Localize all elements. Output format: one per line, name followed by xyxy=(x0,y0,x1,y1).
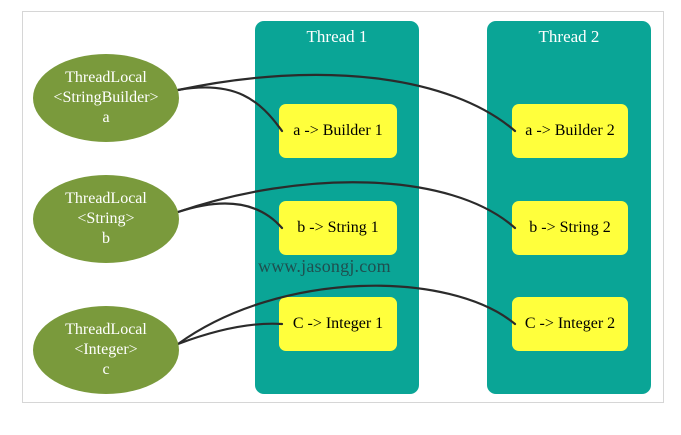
threadlocal-c-line1: ThreadLocal xyxy=(65,321,147,338)
threadlocal-a-line1: ThreadLocal xyxy=(65,69,147,86)
thread-2-entry-a: a -> Builder 2 xyxy=(512,104,628,158)
thread-1-entry-b: b -> String 1 xyxy=(279,201,397,255)
thread-1-entry-c: C -> Integer 1 xyxy=(279,297,397,351)
threadlocal-a-line2: <StringBuilder> xyxy=(53,89,159,106)
connector-b-thread2 xyxy=(176,181,517,230)
threadlocal-c: ThreadLocal <Integer> c xyxy=(33,306,179,394)
connector-c-thread1 xyxy=(176,322,284,346)
thread-2-title: Thread 2 xyxy=(538,27,600,46)
connector-a-thread2 xyxy=(176,73,517,133)
threadlocal-c-line3: c xyxy=(102,361,110,378)
thread-1-title: Thread 1 xyxy=(306,27,368,46)
thread-1-entry-a: a -> Builder 1 xyxy=(279,104,397,158)
connector-c-thread2 xyxy=(176,284,517,346)
thread-2-entry-b: b -> String 2 xyxy=(512,201,628,255)
threadlocal-a-line3: a xyxy=(102,109,110,126)
threadlocal-b-line2: <String> xyxy=(77,210,135,227)
thread-2-entry-c: C -> Integer 2 xyxy=(512,297,628,351)
threadlocal-b: ThreadLocal <String> b xyxy=(33,175,179,263)
threadlocal-a: ThreadLocal <StringBuilder> a xyxy=(33,54,179,142)
connector-a-thread1 xyxy=(176,86,284,133)
threadlocal-b-line1: ThreadLocal xyxy=(65,190,147,207)
watermark-text: www.jasongj.com xyxy=(258,256,391,276)
threadlocal-c-line2: <Integer> xyxy=(74,341,138,358)
threadlocal-b-line3: b xyxy=(102,230,110,247)
